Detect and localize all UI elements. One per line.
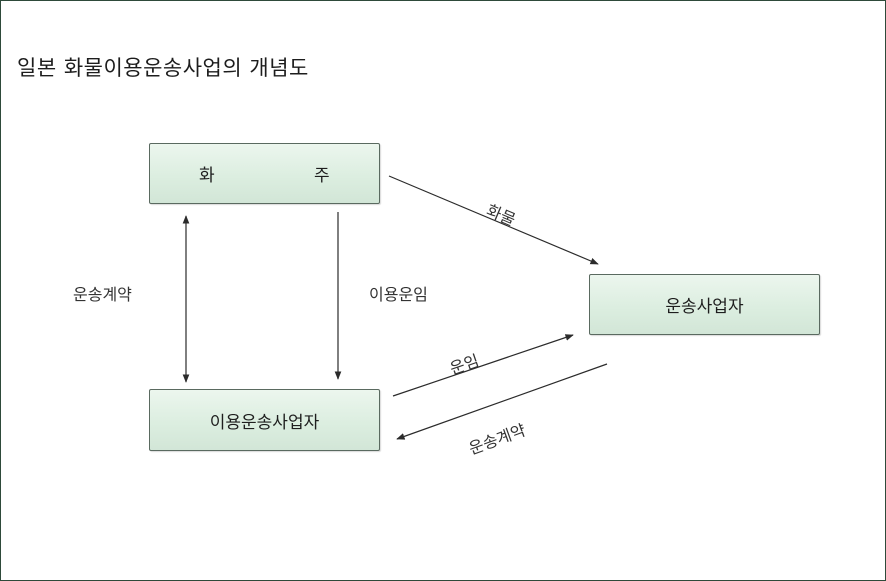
edge-label-fare-use: 이용운임 xyxy=(369,285,428,304)
node-shipper-char-2: 주 xyxy=(314,166,330,186)
arrow-shipper-to-carrier-cargo xyxy=(388,175,599,265)
node-forwarder-label: 이용운송사업자 xyxy=(209,412,320,433)
diagram-title: 일본 화물이용운송사업의 개념도 xyxy=(17,56,309,80)
arrow-carrier-to-forwarder-contract xyxy=(396,363,608,440)
node-carrier: 운송사업자 xyxy=(589,274,820,335)
node-shipper: 화 주 xyxy=(149,143,380,204)
node-carrier-label: 운송사업자 xyxy=(665,297,744,317)
edge-label-contract-left: 운송계약 xyxy=(73,285,132,304)
node-shipper-char-1: 화 xyxy=(199,166,215,186)
arrow-forwarder-to-carrier-fare xyxy=(392,334,574,397)
node-forwarder: 이용운송사업자 xyxy=(149,389,380,451)
